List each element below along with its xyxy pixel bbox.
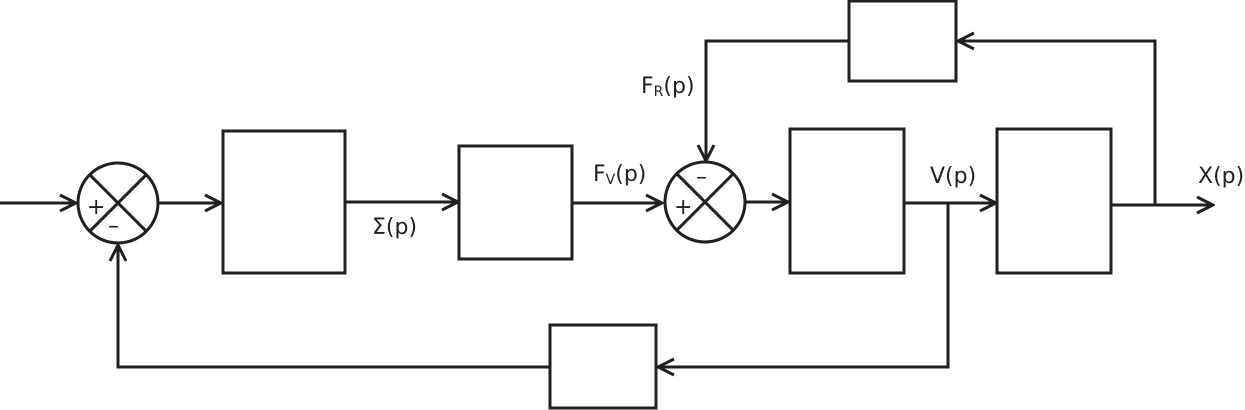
mechanical-block	[788, 127, 906, 275]
fv-label-subscript: V	[606, 172, 616, 188]
fr-label-arg: (p)	[663, 74, 694, 99]
amplifier-block	[457, 144, 574, 261]
fv-label: FV(p)	[593, 162, 646, 188]
velocity-feedback-line	[658, 203, 950, 367]
fr-label: FR(p)	[641, 74, 695, 100]
sum1-minus-sign: –	[108, 214, 119, 239]
v-label: V(p)	[930, 164, 976, 189]
summing-junction-2: + –	[663, 160, 747, 244]
summing-junction-1: + –	[76, 161, 160, 245]
fr-label-main: F	[641, 74, 654, 99]
x-label: X(p)	[1198, 164, 1244, 189]
outer-feedback-return-line	[118, 245, 550, 369]
position-feedback-line	[958, 41, 1157, 205]
sum1-plus-sign: +	[87, 195, 105, 220]
fv-label-main: F	[593, 162, 606, 187]
sigma-label: Σ(p)	[372, 215, 417, 240]
fr-label-subscript: R	[654, 84, 664, 100]
fv-label-arg: (p)	[615, 162, 646, 187]
top-feedback-return-line	[706, 39, 849, 161]
controller-block	[221, 129, 347, 275]
bottom-feedback-block	[548, 323, 658, 410]
sum2-minus-sign: –	[696, 165, 707, 190]
integrator-block	[995, 127, 1113, 275]
sum2-plus-sign: +	[674, 195, 692, 220]
top-feedback-block	[847, 0, 958, 83]
